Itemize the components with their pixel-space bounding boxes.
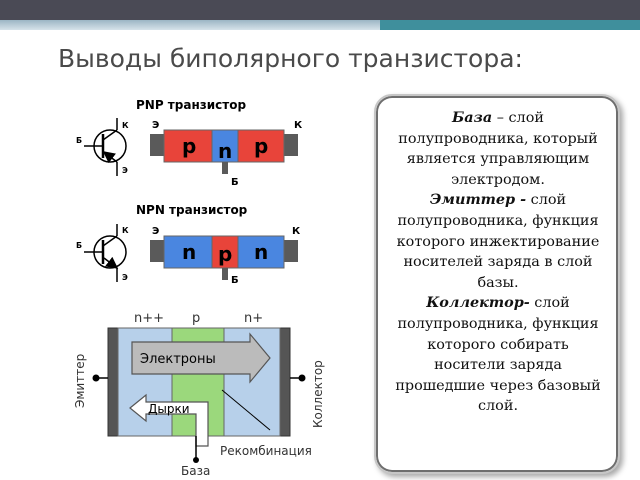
pnp-region-right: p xyxy=(254,134,268,158)
npn-symbol-e: Э xyxy=(122,273,128,282)
npn-symbol-b: Б xyxy=(76,241,82,250)
definition-base-term: База xyxy=(452,109,493,126)
definition-collector-text: слой полупроводника, функция которого со… xyxy=(395,295,601,415)
pnp-caption: PNP транзистор xyxy=(136,98,246,112)
npn-region-left: n xyxy=(182,240,196,264)
definitions-text: База – слой полупроводника, который явля… xyxy=(392,108,604,417)
npn-bar-k: К xyxy=(292,226,301,237)
definition-emitter-term: Эмиттер - xyxy=(429,191,527,209)
npn-symbol: К Б Э xyxy=(76,224,129,282)
structure-region-mid-label: p xyxy=(192,311,200,326)
structure-collector-label: Коллектор xyxy=(311,360,325,428)
npn-bar: n p n Э К Б xyxy=(150,226,301,286)
definitions-box xyxy=(374,94,620,474)
pnp-bar-k: К xyxy=(294,120,303,131)
slide-title: Выводы биполярного транзистора: xyxy=(58,44,523,73)
pnp-region-mid: n xyxy=(218,139,232,163)
recombination-label: Рекомбинация xyxy=(220,444,312,458)
pnp-symbol-e: Э xyxy=(122,166,128,175)
npn-caption: NPN транзистор xyxy=(136,203,248,217)
pnp-bar-e: Э xyxy=(152,120,159,131)
holes-arrow xyxy=(129,393,209,447)
structure-region-left-label: n++ xyxy=(134,311,164,326)
npn-symbol-k: К xyxy=(122,226,129,235)
npn-bar-e: Э xyxy=(152,226,159,237)
structure-region-right-label: n+ xyxy=(244,311,263,326)
structure-emitter-label: Эмиттер xyxy=(73,354,87,408)
npn-region-right: n xyxy=(254,240,268,264)
electrons-label: Электроны xyxy=(140,352,216,367)
pnp-symbol-b: Б xyxy=(76,136,82,145)
definition-collector-term: Коллектор- xyxy=(426,294,530,312)
pnp-symbol-k: К xyxy=(122,121,129,130)
transistor-diagram: PNP транзистор К Б Э p n p Э К Б NPN тра… xyxy=(73,98,325,478)
structure-base-label: База xyxy=(181,464,210,478)
holes-label: Дырки xyxy=(148,402,190,416)
npn-region-mid: p xyxy=(218,242,232,266)
top-bar xyxy=(0,0,640,20)
pnp-bar: p n p Э К Б xyxy=(150,120,303,188)
pnp-bar-b: Б xyxy=(231,177,239,188)
npn-bar-b: Б xyxy=(231,275,239,286)
transistor-structure: n++ p n+ Эмиттер Коллектор Электроны Дыр… xyxy=(73,311,325,478)
pnp-region-left: p xyxy=(182,134,196,158)
top-bar-accent xyxy=(380,20,640,30)
definition-base-text: – слой полупроводника, который является … xyxy=(398,110,598,188)
pnp-symbol: К Б Э xyxy=(76,118,129,176)
top-bar-gradient xyxy=(0,20,640,30)
electrons-arrow xyxy=(131,332,271,384)
definition-emitter-text: слой полупроводника, функция которого ин… xyxy=(396,192,600,291)
